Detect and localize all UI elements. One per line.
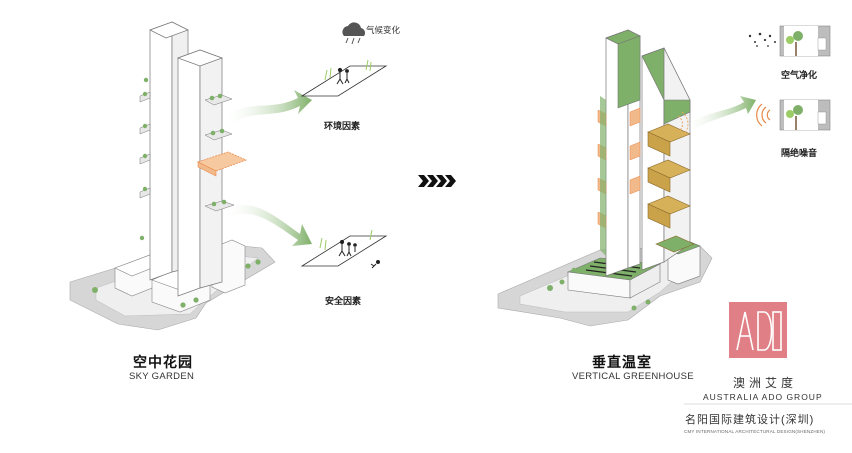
air-purification-icon bbox=[748, 25, 831, 57]
vertical-greenhouse-title-cn: 垂直温室 bbox=[592, 354, 652, 370]
sky-garden-title-en: SKY GARDEN bbox=[129, 371, 195, 382]
flow-arrow-air bbox=[684, 96, 756, 132]
highlighted-terrace bbox=[196, 151, 248, 172]
flow-arrow-env bbox=[222, 90, 312, 126]
company-name-en: CMY INTERNATIONAL ARCHITECTURAL DESIGN(S… bbox=[684, 429, 826, 434]
people-group-icon bbox=[338, 239, 357, 257]
greenhouse-fins bbox=[647, 123, 695, 253]
tower-d-green-facade bbox=[663, 99, 691, 125]
environment-factor-label: 环境因素 bbox=[324, 121, 361, 131]
brand-name-en: AUSTRALIA ADO GROUP bbox=[703, 392, 823, 402]
noise-isolation-icon bbox=[756, 99, 831, 131]
vertical-greenhouse-diagram bbox=[497, 25, 831, 327]
rain-cloud-icon bbox=[342, 22, 366, 45]
safety-factor-panel bbox=[300, 235, 388, 267]
walking-people-icon bbox=[336, 67, 350, 85]
sky-garden-terraces bbox=[139, 91, 151, 199]
noise-isolation-label: 隔绝噪音 bbox=[781, 148, 818, 158]
brand-name-cn: 澳洲艾度 bbox=[733, 376, 798, 390]
tower-b-front bbox=[177, 49, 201, 297]
safety-factor-label: 安全因素 bbox=[325, 296, 362, 306]
vertical-greenhouse-title-en: VERTICAL GREENHOUSE bbox=[572, 371, 694, 382]
sky-garden-diagram bbox=[69, 21, 388, 331]
ado-logo bbox=[729, 302, 787, 358]
climate-change-label: 气候变化 bbox=[366, 25, 401, 35]
company-name-cn: 名阳国际建筑设计(深圳) bbox=[685, 414, 815, 426]
sky-garden-title-cn: 空中花园 bbox=[133, 354, 193, 370]
falling-person-icon bbox=[370, 260, 380, 269]
env-factor-panel bbox=[300, 65, 388, 97]
air-purification-label: 空气净化 bbox=[781, 70, 818, 80]
tower-a-front bbox=[149, 21, 173, 281]
flow-arrow-safety bbox=[222, 205, 312, 246]
transition-arrows bbox=[418, 175, 456, 187]
